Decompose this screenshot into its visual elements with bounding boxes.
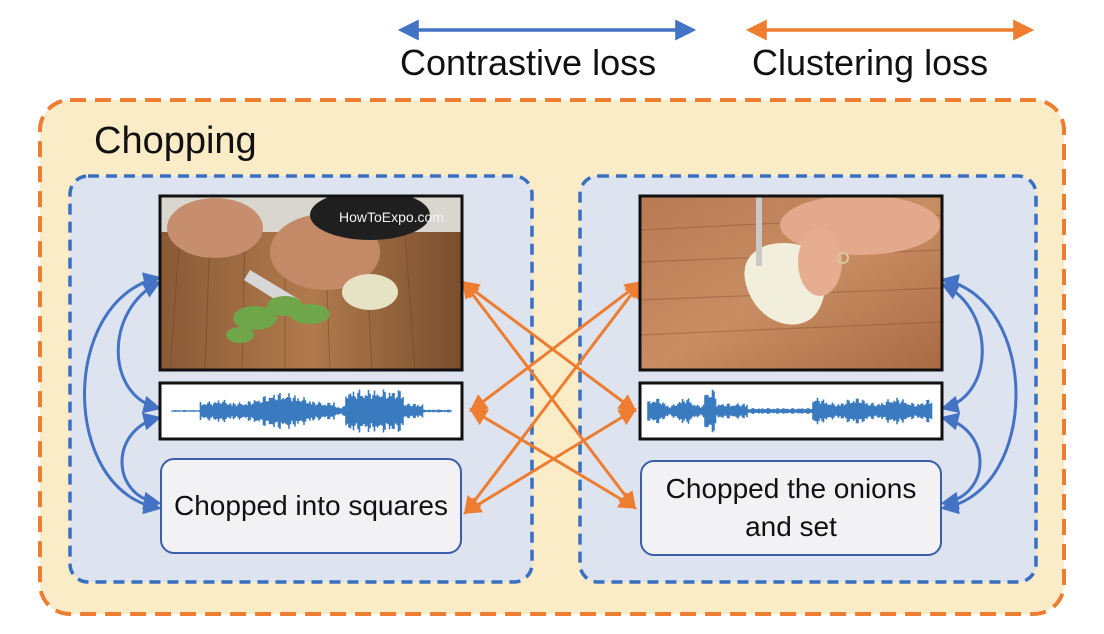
cluster-title: Chopping (94, 120, 257, 162)
right-video-frame (638, 194, 944, 372)
clustering-loss-label: Clustering loss (752, 42, 989, 83)
clustering-arrows (461, 280, 643, 515)
right-audio-waveform (647, 389, 933, 433)
left-contrastive-arrows (83, 272, 162, 515)
contrastive-loss-label: Contrastive loss (400, 42, 657, 83)
right-text-caption: Chopped the onions and set (640, 460, 942, 556)
right-caption-text: Chopped the onions and set (665, 473, 917, 542)
left-video-frame (158, 194, 464, 372)
left-audio-waveform (171, 389, 452, 433)
right-contrastive-arrows (940, 274, 1018, 515)
left-text-caption: Chopped into squares (160, 458, 462, 554)
left-video-watermark: HowToExpo.com (339, 209, 444, 225)
left-caption-text: Chopped into squares (174, 490, 448, 521)
